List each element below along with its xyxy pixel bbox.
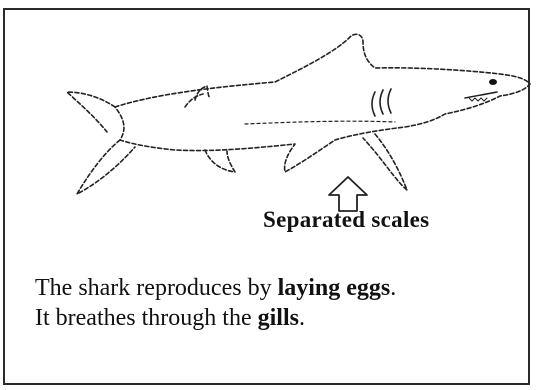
scales-label: Separated scales <box>263 207 429 233</box>
gill-slit-3 <box>388 89 391 113</box>
sentence-breathing: It breathes through the gills. <box>35 303 505 333</box>
gill-slit-1 <box>372 92 375 116</box>
caption-text: The shark reproduces by laying eggs. It … <box>35 273 505 333</box>
shark-body <box>115 34 530 172</box>
shark-small-fin-1 <box>205 150 235 172</box>
shark-tail <box>67 92 135 194</box>
shark-mouth <box>465 92 497 98</box>
shark-small-fin-2 <box>185 94 203 107</box>
shark-second-dorsal <box>195 86 210 100</box>
sentence-reproduction: The shark reproduces by laying eggs. <box>35 273 505 303</box>
shark-drawing <box>45 12 537 212</box>
gill-slit-2 <box>380 90 383 114</box>
figure-card: Separated scales The shark reproduces by… <box>3 8 530 385</box>
shark-eye <box>489 79 497 85</box>
